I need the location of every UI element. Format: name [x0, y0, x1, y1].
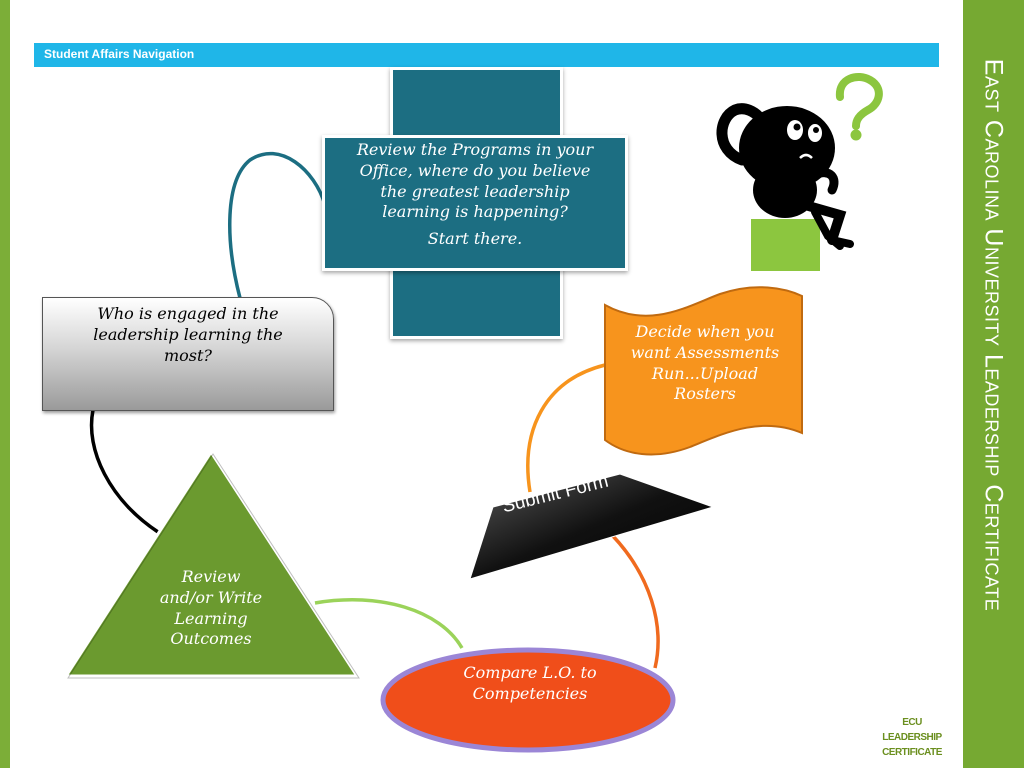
review-programs-text: Review the Programs in your Office, wher… — [356, 140, 594, 249]
ecu-logo: ECU LEADERSHIP CERTIFICATE — [882, 717, 942, 758]
connector-black — [89, 409, 159, 534]
header-bar: Student Affairs Navigation — [34, 43, 939, 67]
compare-text: Compare L.O. to Competencies — [463, 663, 597, 703]
assessments-text: Decide when you want Assessments Run...U… — [630, 322, 780, 404]
question-mark-icon — [835, 73, 883, 141]
connector-teal — [228, 152, 327, 299]
oval-shape — [380, 647, 676, 753]
triangle-shape — [63, 449, 360, 678]
connector-orange-red — [610, 533, 660, 669]
connector-orange — [526, 363, 606, 493]
submit-form-shape — [469, 473, 715, 580]
cross-shape-center — [393, 138, 560, 268]
stool-shape — [751, 219, 820, 271]
who-engaged-box — [42, 297, 334, 411]
who-engaged-text: Who is engaged in the leadership learnin… — [93, 304, 283, 365]
thinking-person-icon — [716, 103, 854, 250]
header-title: Student Affairs Navigation — [44, 47, 195, 61]
connector-green — [314, 598, 464, 649]
review-outcomes-text: Review and/or Write Learning Outcomes — [159, 567, 263, 649]
right-sidebar — [963, 0, 1024, 768]
left-accent-bar — [0, 0, 10, 768]
scroll-shape — [604, 286, 803, 456]
